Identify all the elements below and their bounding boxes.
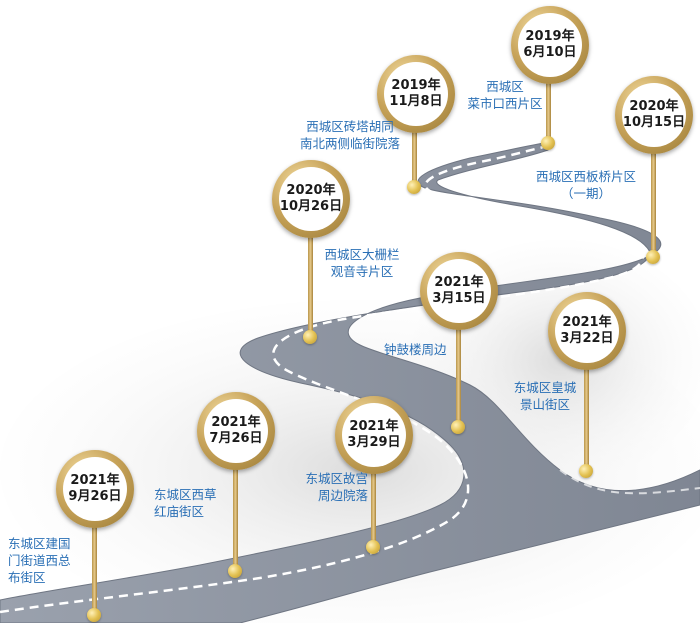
place-line: 西城区西板桥片区 bbox=[535, 169, 636, 184]
place-line: 景山街区 bbox=[519, 397, 570, 412]
milestone-face-m9: 2020年 10月15日 bbox=[622, 83, 686, 147]
milestone-year: 2021年 bbox=[434, 275, 484, 290]
milestone-date: 3月29日 bbox=[347, 435, 401, 450]
milestone-date: 3月15日 bbox=[432, 291, 486, 306]
milestone-face-m6: 2020年 10月26日 bbox=[279, 167, 343, 231]
pole-m4 bbox=[456, 320, 461, 425]
milestone-badge-m4: 2021年 3月15日 bbox=[420, 252, 498, 330]
milestone-badge-m1: 2021年 9月26日 bbox=[56, 450, 134, 528]
knob-m7 bbox=[407, 180, 421, 194]
place-line: （一期） bbox=[560, 186, 611, 201]
place-line: 菜市口西片区 bbox=[467, 96, 543, 111]
milestone-face-m2: 2021年 7月26日 bbox=[204, 399, 268, 463]
milestone-year: 2020年 bbox=[629, 99, 679, 114]
knob-m4 bbox=[451, 420, 465, 434]
pole-m2 bbox=[233, 462, 238, 572]
milestone-date: 9月26日 bbox=[68, 489, 122, 504]
milestone-face-m7: 2019年 11月8日 bbox=[384, 62, 448, 126]
milestone-face-m8: 2019年 6月10日 bbox=[518, 13, 582, 77]
pole-m5 bbox=[584, 365, 589, 470]
milestone-date: 10月15日 bbox=[622, 115, 686, 130]
place-label-m8: 西城区 菜市口西片区 bbox=[455, 78, 555, 112]
milestone-year: 2021年 bbox=[349, 419, 399, 434]
place-line: 东城区皇城 bbox=[513, 380, 577, 395]
place-label-m7: 西城区砖塔胡同 南北两侧临街院落 bbox=[290, 118, 410, 152]
pole-m6 bbox=[308, 234, 313, 336]
pole-m8 bbox=[546, 80, 551, 143]
knob-m5 bbox=[579, 464, 593, 478]
place-label-m5: 东城区皇城 景山街区 bbox=[495, 379, 595, 413]
knob-m2 bbox=[228, 564, 242, 578]
place-line: 东城区故宫 bbox=[305, 471, 368, 486]
milestone-date: 7月26日 bbox=[209, 431, 263, 446]
place-line: 钟鼓楼周边 bbox=[384, 342, 447, 357]
place-line: 布街区 bbox=[8, 570, 46, 585]
milestone-badge-m8: 2019年 6月10日 bbox=[511, 6, 589, 84]
place-line: 周边院落 bbox=[317, 488, 368, 503]
milestone-badge-m2: 2021年 7月26日 bbox=[197, 392, 275, 470]
knob-m8 bbox=[541, 136, 555, 150]
knob-m3 bbox=[366, 540, 380, 554]
place-label-m9: 西城区西板桥片区 （一期） bbox=[526, 168, 646, 202]
place-line: 门街道西总 bbox=[8, 553, 71, 568]
milestone-badge-m3: 2021年 3月29日 bbox=[335, 396, 413, 474]
milestone-badge-m5: 2021年 3月22日 bbox=[548, 292, 626, 370]
place-line: 红庙街区 bbox=[154, 504, 205, 519]
road-right-dash bbox=[559, 469, 700, 495]
milestone-date: 3月22日 bbox=[560, 331, 614, 346]
place-line: 观音寺片区 bbox=[330, 264, 394, 279]
place-label-m3: 东城区故宫 周边院落 bbox=[282, 470, 368, 504]
road-centre-dash bbox=[0, 144, 644, 614]
milestone-badge-m9: 2020年 10月15日 bbox=[615, 76, 693, 154]
pole-m9 bbox=[651, 150, 656, 256]
place-label-m4: 钟鼓楼周边 bbox=[384, 341, 447, 358]
milestone-year: 2021年 bbox=[562, 315, 612, 330]
milestone-badge-m7: 2019年 11月8日 bbox=[377, 55, 455, 133]
place-label-m2: 东城区西草 红庙街区 bbox=[154, 486, 217, 520]
pole-m3 bbox=[371, 468, 376, 546]
milestone-year: 2019年 bbox=[525, 29, 575, 44]
milestone-face-m4: 2021年 3月15日 bbox=[427, 259, 491, 323]
milestone-face-m3: 2021年 3月29日 bbox=[342, 403, 406, 467]
milestone-date: 10月26日 bbox=[279, 199, 343, 214]
milestone-face-m1: 2021年 9月26日 bbox=[63, 457, 127, 521]
place-line: 西城区大栅栏 bbox=[324, 247, 400, 262]
place-line: 西城区砖塔胡同 bbox=[306, 119, 394, 134]
place-line: 西城区 bbox=[486, 79, 524, 94]
place-line: 东城区建国 bbox=[8, 536, 71, 551]
milestone-year: 2021年 bbox=[70, 473, 120, 488]
milestone-badge-m6: 2020年 10月26日 bbox=[272, 160, 350, 238]
milestone-year: 2019年 bbox=[391, 78, 441, 93]
knob-m6 bbox=[303, 330, 317, 344]
place-label-m1: 东城区建国 门街道西总 布街区 bbox=[8, 535, 71, 586]
milestone-date: 6月10日 bbox=[523, 45, 577, 60]
place-label-m6: 西城区大栅栏 观音寺片区 bbox=[312, 246, 412, 280]
pole-m7 bbox=[412, 130, 417, 185]
milestone-face-m5: 2021年 3月22日 bbox=[555, 299, 619, 363]
knob-m9 bbox=[646, 250, 660, 264]
milestone-year: 2020年 bbox=[286, 183, 336, 198]
knob-m1 bbox=[87, 608, 101, 622]
milestone-year: 2021年 bbox=[211, 415, 261, 430]
pole-m1 bbox=[92, 520, 97, 616]
place-line: 南北两侧临街院落 bbox=[299, 136, 400, 151]
place-line: 东城区西草 bbox=[154, 487, 217, 502]
milestone-date: 11月8日 bbox=[389, 94, 443, 109]
